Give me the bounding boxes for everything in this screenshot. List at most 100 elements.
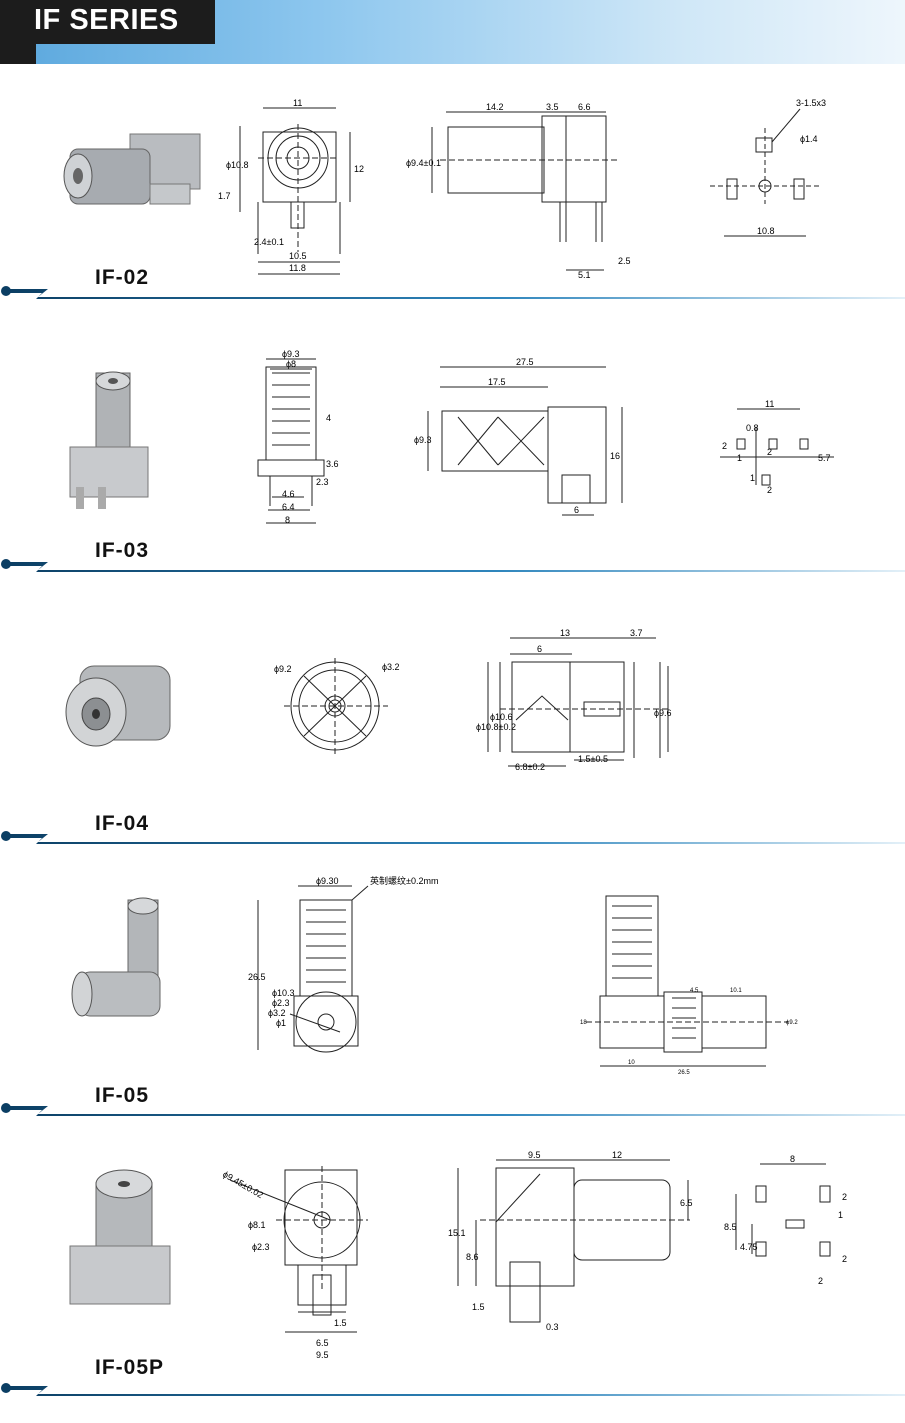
dim-label: 26.5 xyxy=(678,1070,690,1076)
dim-label: 15.1 xyxy=(448,1228,466,1238)
dim-label: 3.5 xyxy=(546,102,559,112)
dim-label: 12 xyxy=(354,164,364,174)
dim-label: 6.6 xyxy=(578,102,591,112)
product-photo xyxy=(65,665,171,747)
dim-label: 0.3 xyxy=(546,1322,559,1332)
dim-label: 4.5 xyxy=(690,988,699,994)
technical-drawing: ϕ9.3 ϕ8 4 3.6 2.3 4.6 6.4 8 27.5 17.5 ϕ9… xyxy=(69,349,834,525)
dim-label: ϕ3.2 xyxy=(268,1008,286,1018)
dim-label: 17.5 xyxy=(488,377,506,387)
dim-label: ϕ3.2 xyxy=(382,662,400,672)
dim-label: 9.5 xyxy=(528,1150,541,1160)
dim-label: 2.5 xyxy=(618,256,631,266)
dim-label: 5.7 xyxy=(818,453,831,463)
dim-label: 13 xyxy=(560,628,570,638)
dim-label: ϕ2.3 xyxy=(252,1242,270,1252)
dim-label: 18 xyxy=(580,1020,587,1026)
dim-label: 4.75 xyxy=(740,1242,758,1252)
dim-label: 10.1 xyxy=(730,988,742,994)
product-label: IF-05P xyxy=(95,1356,165,1379)
dim-label: ϕ1 xyxy=(276,1018,286,1028)
dim-label: 14.2 xyxy=(486,102,504,112)
dim-label: 0.8 xyxy=(746,423,759,433)
dim-label: 6.5 xyxy=(680,1198,693,1208)
dim-label: ϕ9.3 xyxy=(414,435,432,445)
product-section-if-05p: ϕ9.45±0.02 ϕ8.1 ϕ2.3 1.5 6.5 9.5 9.5 12 … xyxy=(0,1150,905,1423)
product-photo xyxy=(63,133,201,205)
dim-label: 1 xyxy=(737,453,742,463)
dim-label: ϕ9.3 xyxy=(282,349,300,359)
dim-label: 27.5 xyxy=(516,357,534,367)
dim-label: 6.5 xyxy=(316,1338,329,1348)
product-label: IF-03 xyxy=(95,539,150,562)
dim-label: 2.3 xyxy=(316,477,329,487)
dim-label: 1.5 xyxy=(472,1302,485,1312)
dim-label: 10 xyxy=(628,1060,635,1066)
product-section-if-02: 11 12 ϕ10.8 1.7 2.4±0.1 10.5 11.8 14.2 3… xyxy=(0,64,905,337)
section-divider xyxy=(1,559,905,572)
dim-label: 8 xyxy=(285,515,290,525)
technical-drawing: ϕ9.30 英制螺纹±0.2mm 26.5 ϕ10.3 ϕ2.3 ϕ3.2 ϕ1… xyxy=(71,875,798,1076)
dim-label: 16 xyxy=(610,451,620,461)
product-label: IF-02 xyxy=(95,266,150,289)
dim-label: 6 xyxy=(574,505,579,515)
product-photo xyxy=(71,897,161,1017)
dim-label: 3.7 xyxy=(630,628,643,638)
dim-label: 8.5 xyxy=(724,1222,737,1232)
dim-label: 1.5±0.5 xyxy=(578,754,608,764)
dim-label: 11.8 xyxy=(289,263,306,273)
dim-label: ϕ10.8±0.2 xyxy=(476,722,516,732)
dim-label: ϕ10.6 xyxy=(490,712,513,722)
section-divider xyxy=(1,286,905,299)
dim-label: 9.5 xyxy=(316,1350,329,1360)
section-divider xyxy=(1,1383,905,1396)
dim-label: ϕ10.8 xyxy=(226,160,249,170)
dim-label: ϕ2.3 xyxy=(272,998,290,1008)
dim-label: ϕ9.4±0.1 xyxy=(406,158,441,168)
dim-label: 3-1.5x3 xyxy=(796,98,826,108)
dim-label: 2 xyxy=(842,1254,847,1264)
dim-label: 5.1 xyxy=(578,270,591,280)
dim-label: 3.6 xyxy=(326,459,339,469)
dim-label: 1 xyxy=(838,1210,843,1220)
section-divider xyxy=(1,1103,905,1116)
technical-drawing: ϕ9.2 ϕ3.2 13 3.7 6 ϕ10.8±0.2 ϕ10.6 ϕ9.6 … xyxy=(65,628,672,772)
header-accent-strip xyxy=(0,44,36,64)
dim-label: 2.4±0.1 xyxy=(254,237,284,247)
dim-label: 英制螺纹±0.2mm xyxy=(370,875,438,886)
dim-label: 6.4 xyxy=(282,502,295,512)
dim-label: ϕ9.6 xyxy=(654,708,672,718)
technical-drawing: ϕ9.45±0.02 ϕ8.1 ϕ2.3 1.5 6.5 9.5 9.5 12 … xyxy=(69,1150,847,1360)
page-title: IF SERIES xyxy=(34,4,179,36)
product-label: IF-05 xyxy=(95,1084,150,1107)
dim-label: 8.6 xyxy=(466,1252,479,1262)
product-section-if-03: ϕ9.3 ϕ8 4 3.6 2.3 4.6 6.4 8 27.5 17.5 ϕ9… xyxy=(0,337,905,610)
product-label: IF-04 xyxy=(95,812,150,835)
dim-label: ϕ9.2 xyxy=(786,1020,798,1026)
dim-label: 8 xyxy=(790,1154,795,1164)
dim-label: 6 xyxy=(537,644,542,654)
dim-label: 11 xyxy=(293,98,302,108)
dim-label: 2 xyxy=(767,485,772,495)
section-divider xyxy=(1,831,905,844)
dim-label: 11 xyxy=(765,399,774,409)
dim-label: 1.5 xyxy=(334,1318,347,1328)
dim-label: 2 xyxy=(722,441,727,451)
product-section-if-05: ϕ9.30 英制螺纹±0.2mm 26.5 ϕ10.3 ϕ2.3 ϕ3.2 ϕ1… xyxy=(0,875,905,1155)
dim-label: 10.5 xyxy=(289,251,307,261)
dim-label: 6.8±0.2 xyxy=(515,762,545,772)
dim-label: 1.7 xyxy=(218,191,231,201)
dim-label: 26.5 xyxy=(248,972,266,982)
dim-label: 12 xyxy=(612,1150,622,1160)
dim-label: ϕ1.4 xyxy=(800,134,818,144)
dim-label: ϕ9.45±0.02 xyxy=(221,1169,265,1200)
header-title-box xyxy=(0,0,215,44)
technical-drawing: 11 12 ϕ10.8 1.7 2.4±0.1 10.5 11.8 14.2 3… xyxy=(63,98,826,280)
dim-label: ϕ9.30 xyxy=(316,876,339,886)
dim-label: 4.6 xyxy=(282,489,295,499)
dim-label: ϕ8.1 xyxy=(248,1220,266,1230)
dim-label: 4 xyxy=(326,413,331,423)
dim-label: 2 xyxy=(818,1276,823,1286)
dim-label: ϕ9.2 xyxy=(274,664,292,674)
product-photo xyxy=(69,371,149,509)
